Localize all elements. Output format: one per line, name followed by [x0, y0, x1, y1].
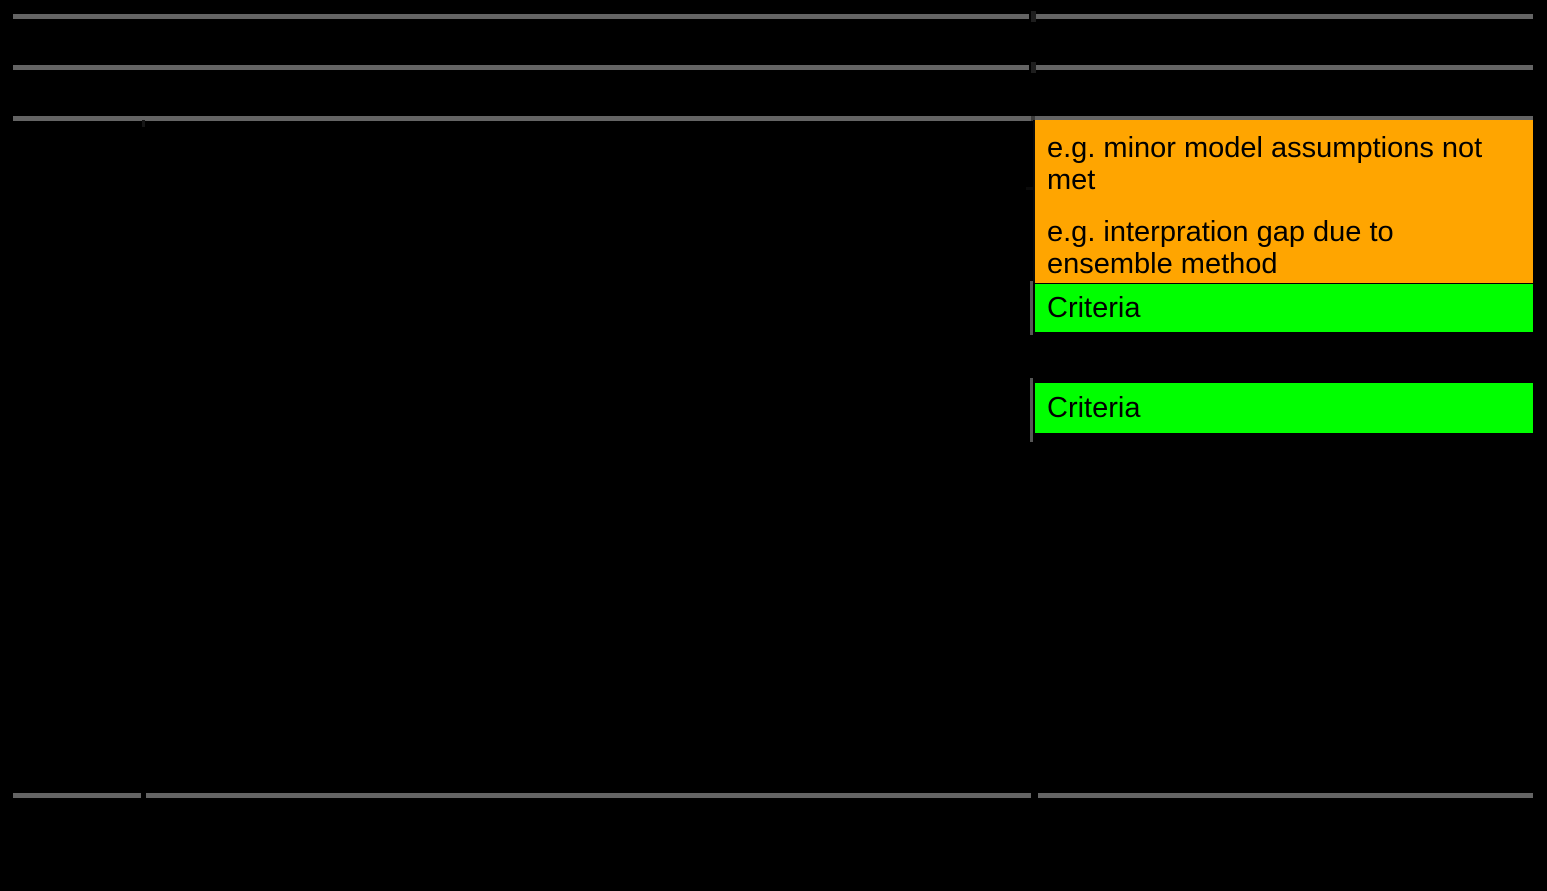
table-border-top-left [13, 14, 1029, 19]
table-border-bottom-col3 [1038, 793, 1533, 798]
table-border-top-right [1036, 14, 1533, 19]
criteria-label-1: Criteria [1047, 292, 1141, 324]
examples-cell[interactable]: e.g. minor model assumptions not met e.g… [1033, 120, 1533, 283]
column-divider-tick-col1 [142, 120, 145, 127]
table-border-bottom-col1 [13, 793, 141, 798]
table-border-row2-right [1036, 65, 1533, 70]
column-divider-tick-row2 [1031, 62, 1036, 73]
criteria-label-2: Criteria [1047, 392, 1141, 424]
criteria-cell-left-border-top [1030, 281, 1033, 335]
criteria-cell-left-border-bottom [1030, 378, 1033, 442]
table-border-row2-left [13, 65, 1029, 70]
criteria-cell-1[interactable]: Criteria [1035, 284, 1533, 332]
criteria-cell-2[interactable]: Criteria [1035, 383, 1533, 433]
table-border-row3 [13, 116, 1533, 121]
cell-row-divider-notch [1026, 187, 1035, 190]
table-border-bottom-col2 [146, 793, 1031, 798]
example-text-1: e.g. minor model assumptions not met [1047, 132, 1483, 196]
example-text-2: e.g. interpration gap due to ensemble me… [1047, 216, 1394, 280]
column-divider-tick-top [1031, 11, 1036, 22]
column-divider-notch-col3 [1031, 116, 1035, 121]
